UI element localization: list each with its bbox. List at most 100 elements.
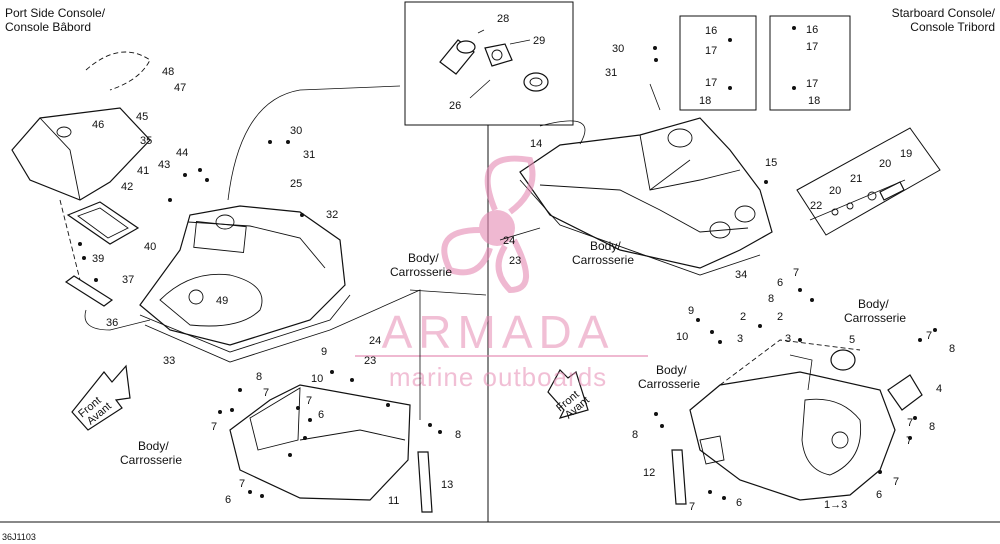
port-side-console-heading: Port Side Console/ Console Bâbord <box>5 6 105 34</box>
callout: 6 <box>225 494 231 506</box>
svg-text:Body/Carrosserie: Body/Carrosserie <box>120 439 182 467</box>
callout: 32 <box>326 209 338 221</box>
callout: 31 <box>303 149 315 161</box>
callout: 8 <box>949 343 955 355</box>
callout: 10 <box>311 373 323 385</box>
body-label: Body/Carrosserie <box>572 239 634 267</box>
callout: 7 <box>689 501 695 513</box>
body-label: Body/Carrosserie <box>120 439 182 467</box>
callout: 6 <box>736 497 742 509</box>
heading-line: Port Side Console/ <box>5 6 106 20</box>
callout: 37 <box>122 274 134 286</box>
body-label: Body/Carrosserie <box>638 363 700 391</box>
callout: 7 <box>239 478 245 490</box>
callout: 7 <box>211 421 217 433</box>
callout: 23 <box>364 355 376 367</box>
callout: 28 <box>497 13 509 25</box>
callouts: 28 29 26 48 47 45 46 35 30 31 44 43 41 4… <box>92 13 955 513</box>
inset-box-fuel-sender <box>796 127 941 236</box>
callout: 17 <box>705 77 717 89</box>
starboard-cover-drawing <box>519 117 773 276</box>
callout: 16 <box>705 25 717 37</box>
callout: 45 <box>136 111 148 123</box>
callout: 7 <box>907 417 913 429</box>
callout: 17 <box>806 78 818 90</box>
callout: 34 <box>735 269 747 281</box>
callout: 24 <box>369 335 381 347</box>
callout: 5 <box>849 334 855 346</box>
callout: 8 <box>455 429 461 441</box>
callout: 9 <box>688 305 694 317</box>
callout: 1→3 <box>824 499 847 511</box>
callout: 40 <box>144 241 156 253</box>
callout: 10 <box>676 331 688 343</box>
gasket-40-drawing <box>66 201 140 245</box>
callout: 23 <box>509 255 521 267</box>
callout: 21 <box>850 173 862 185</box>
hinge-36-drawing <box>64 275 114 307</box>
callout: 7 <box>793 267 799 279</box>
callout: 17 <box>705 45 717 57</box>
gasket-4-drawing <box>887 374 923 411</box>
starboard-lower-body-drawing <box>689 339 896 501</box>
latch-assembly-drawing <box>439 29 549 99</box>
lower-panel-11-drawing <box>229 384 411 501</box>
callout: 18 <box>808 95 820 107</box>
watermark-logo <box>441 155 536 294</box>
callout: 31 <box>605 67 617 79</box>
callout: 29 <box>533 35 545 47</box>
callout: 3 <box>737 333 743 345</box>
inset-box-bracket-left <box>679 15 757 111</box>
callout: 7 <box>306 395 312 407</box>
svg-text:Body/Carrosserie: Body/Carrosserie <box>638 363 700 391</box>
fasteners <box>78 26 937 500</box>
callout: 33 <box>163 355 175 367</box>
watermark-tagline: marine outboards <box>389 362 607 392</box>
svg-text:Body/Carrosserie: Body/Carrosserie <box>390 251 452 279</box>
callout: 25 <box>290 178 302 190</box>
callout: 2 <box>777 311 783 323</box>
port-console-drawing <box>139 205 351 363</box>
callout: 7 <box>263 387 269 399</box>
callout: 8 <box>929 421 935 433</box>
callout: 42 <box>121 181 133 193</box>
fuel-sender-parts-drawing <box>809 179 906 221</box>
callout: 8 <box>768 293 774 305</box>
heading-line: Console Bâbord <box>5 20 92 34</box>
body-label: Body/Carrosserie <box>844 297 906 325</box>
callout: 30 <box>290 125 302 137</box>
callout: 11 <box>388 495 399 507</box>
callout: 48 <box>162 66 174 78</box>
callout: 30 <box>612 43 624 55</box>
strip-12-drawing <box>671 449 687 505</box>
callout: 18 <box>699 95 711 107</box>
callout: 19 <box>900 148 912 160</box>
callout: 7 <box>906 435 912 447</box>
starboard-console-heading: Starboard Console/ Console Tribord <box>892 6 995 34</box>
callout: 6 <box>876 489 882 501</box>
callout: 47 <box>174 82 186 94</box>
callout: 13 <box>441 479 453 491</box>
callout: 20 <box>879 158 891 170</box>
callout: 36 <box>106 317 118 329</box>
callout: 41 <box>137 165 149 177</box>
glove-box-lid-drawing <box>11 51 151 281</box>
callout: 24 <box>503 235 515 247</box>
callout: 12 <box>643 467 655 479</box>
body-label: Body/Carrosserie <box>390 251 452 279</box>
callout: 20 <box>829 185 841 197</box>
svg-text:Body/Carrosserie: Body/Carrosserie <box>844 297 906 325</box>
callout: 8 <box>632 429 638 441</box>
callout: 7 <box>926 330 932 342</box>
inset-box-bracket-right <box>769 15 851 111</box>
callout: 16 <box>806 24 818 36</box>
callout: 6 <box>777 277 783 289</box>
callout: 22 <box>810 200 822 212</box>
svg-text:Body/Carrosserie: Body/Carrosserie <box>572 239 634 267</box>
callout: 6 <box>318 409 324 421</box>
callout: 39 <box>92 253 104 265</box>
callout: 46 <box>92 119 104 131</box>
front-arrow-left: Front Avant <box>71 364 131 431</box>
callout: 17 <box>806 41 818 53</box>
